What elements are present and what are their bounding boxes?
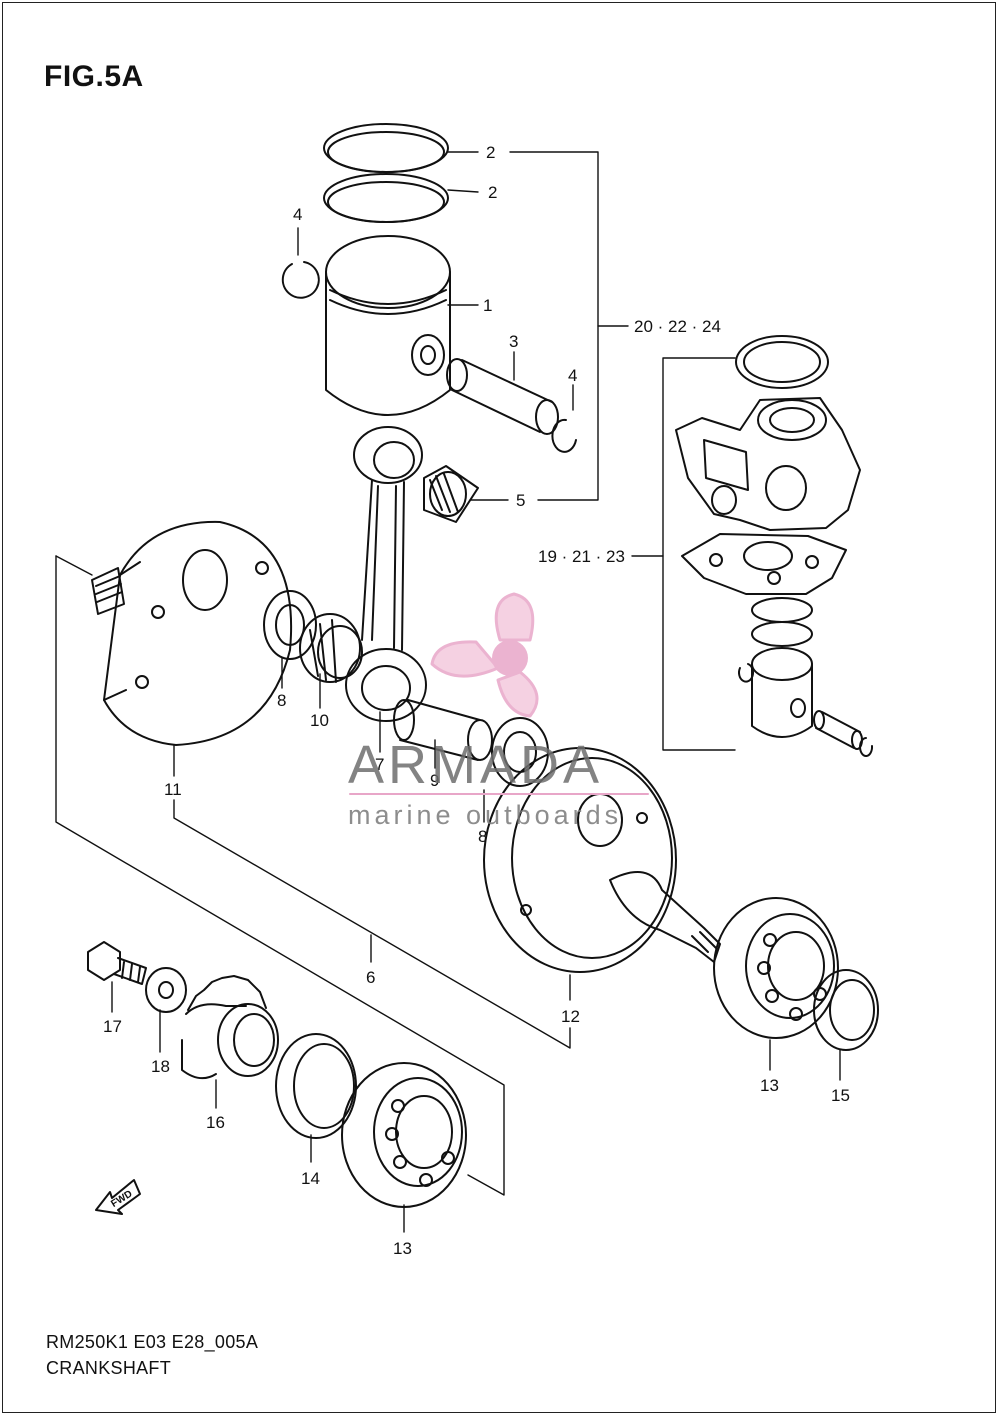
callout-ring-second: 2: [488, 183, 497, 202]
cylinder-base-gasket-shape: [681, 533, 847, 595]
leader-lines: [55, 151, 841, 1233]
callout-clip-left: 4: [293, 205, 302, 224]
oil-seal-right-shape: [813, 969, 879, 1051]
main-bearing-left-shape: [341, 1062, 467, 1208]
callout-bearing-small: 5: [516, 491, 525, 510]
big-end-bearing-shape: [299, 613, 363, 683]
figure-name: CRANKSHAFT: [46, 1358, 172, 1378]
callout-rod: 7: [375, 755, 384, 774]
circlip-right-shape: [551, 418, 577, 453]
piston-pin-shape: [446, 358, 559, 435]
watermark-tagline: marine outboards: [348, 800, 622, 830]
callout-bolt: 17: [103, 1017, 122, 1036]
callout-washer-right: 8: [478, 827, 487, 846]
circlip-left-shape: [281, 261, 320, 299]
callout-piston: 1: [483, 296, 492, 315]
callout-washer-left: 8: [277, 691, 286, 710]
small-piston-pin-shape: [813, 710, 874, 757]
callout-pin: 3: [509, 332, 518, 351]
watermark: ARMADA marine outboards: [348, 592, 649, 830]
piston-ring-top-shape: [323, 123, 449, 173]
connecting-rod-shape: [345, 426, 427, 722]
callout-set-piston: 20 · 22 · 24: [634, 317, 721, 336]
callout-main-bearing-right: 13: [760, 1076, 779, 1095]
main-bearing-right-shape: [713, 897, 839, 1039]
callout-crank-assy: 6: [366, 968, 375, 987]
callout-crank-left: 11: [164, 780, 182, 799]
piston-shape: [325, 235, 451, 416]
figure-title: FIG.5A: [44, 60, 144, 93]
watermark-brand: ARMADA: [348, 735, 603, 795]
callout-washer-bolt: 18: [151, 1057, 170, 1076]
bolt-washer-shape: [145, 967, 187, 1013]
callout-seal-left: 14: [301, 1169, 320, 1188]
cylinder-gasket-ring-shape: [735, 335, 829, 389]
small-end-bearing-shape: [423, 465, 479, 523]
crank-right-half-shape: [483, 747, 721, 973]
fwd-arrow-icon: FWD: [95, 1179, 141, 1215]
callout-seal-right: 15: [831, 1086, 850, 1105]
callout-gear: 16: [206, 1113, 225, 1132]
figure-code: RM250K1 E03 E28_005A: [46, 1332, 259, 1352]
crank-left-half-shape: [91, 520, 293, 746]
callout-crankpin: 9: [430, 771, 439, 790]
callout-bearing-big: 10: [310, 711, 329, 730]
piston-ring-second-shape: [323, 173, 449, 223]
crank-pin-shape: [393, 699, 493, 761]
oil-seal-left-shape: [275, 1033, 357, 1139]
cylinder-shape: [675, 397, 861, 531]
callout-crank-right: 12: [561, 1007, 580, 1026]
bolt-shape: [87, 941, 147, 985]
primary-gear-shape: [181, 975, 279, 1080]
callout-labels: 2 2 4 1 3 4 5 20 · 22 · 24 19 · 21 · 23 …: [103, 143, 850, 1258]
propeller-logo-icon: [430, 592, 539, 718]
callout-ring-top: 2: [486, 143, 495, 162]
small-piston-rings-shape: [751, 597, 813, 647]
callout-main-bearing-left: 13: [393, 1239, 412, 1258]
small-piston-shape: [738, 647, 813, 738]
callout-set-cylinder: 19 · 21 · 23: [538, 547, 625, 566]
callout-clip-right: 4: [568, 366, 577, 385]
